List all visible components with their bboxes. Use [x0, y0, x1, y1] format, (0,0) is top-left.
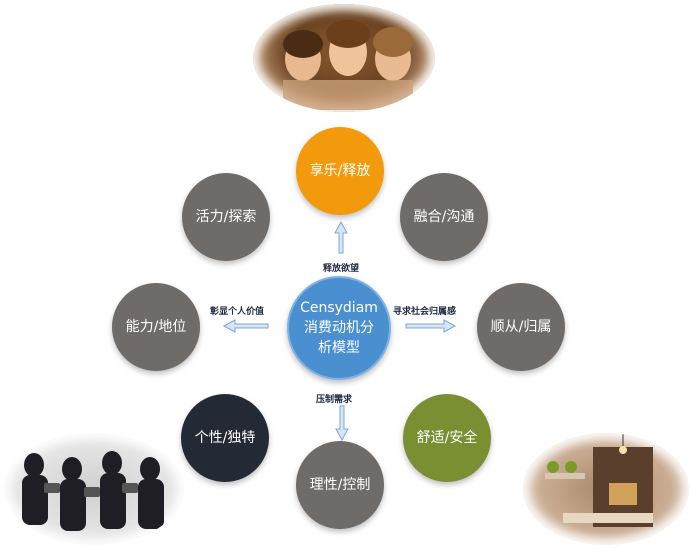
friends-illustration — [283, 20, 413, 110]
node-top-label: 享乐/释放 — [309, 162, 371, 179]
node-right-label: 顺从/归属 — [490, 318, 552, 335]
friends-photo — [253, 4, 435, 112]
edge-label-up: 释放欲望 — [323, 264, 360, 274]
arrow-left — [222, 319, 269, 333]
edge-label-left: 彰显个人价值 — [210, 307, 265, 317]
node-top: 享乐/释放 — [296, 127, 384, 215]
node-bottom-right-label: 舒适/安全 — [416, 429, 478, 446]
interior-photo — [523, 433, 689, 545]
node-bottom: 理性/控制 — [296, 441, 384, 529]
edge-label-down: 压制需求 — [316, 395, 353, 405]
edge-label-right: 寻求社会归属感 — [393, 307, 457, 317]
node-bottom-right: 舒适/安全 — [403, 394, 491, 482]
arrow-right — [405, 319, 457, 333]
center-line-2: 消费动机分 — [304, 319, 374, 336]
node-bottom-left: 个性/独特 — [181, 394, 269, 482]
photographers-illustration — [22, 451, 164, 531]
node-top-left-label: 活力/探索 — [195, 208, 257, 225]
node-right: 顺从/归属 — [477, 283, 565, 371]
center-node: Censydiam 消费动机分 析模型 — [287, 276, 391, 380]
node-top-left: 活力/探索 — [182, 173, 270, 261]
node-top-right-label: 融合/沟通 — [413, 208, 475, 225]
interior-illustration — [545, 433, 653, 527]
center-line-3: 析模型 — [318, 340, 360, 357]
node-top-right: 融合/沟通 — [400, 173, 488, 261]
node-bottom-left-label: 个性/独特 — [194, 429, 256, 446]
node-left-label: 能力/地位 — [125, 318, 187, 335]
center-line-1: Censydiam — [300, 299, 378, 316]
node-bottom-label: 理性/控制 — [309, 476, 371, 493]
node-left: 能力/地位 — [112, 283, 200, 371]
photographers-photo — [4, 433, 184, 545]
arrow-down — [335, 405, 349, 442]
arrow-up — [334, 220, 348, 254]
